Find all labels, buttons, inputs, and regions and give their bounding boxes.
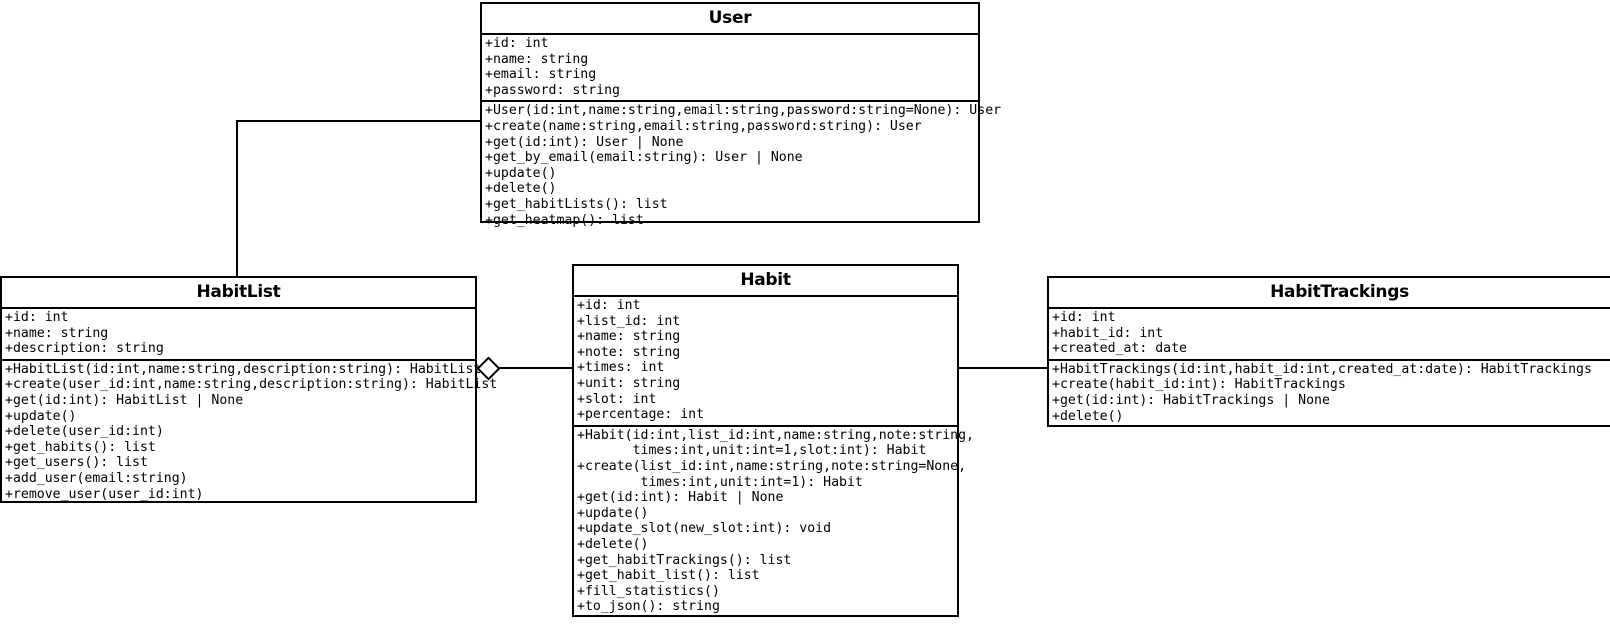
- method-row: +add_user(email:string): [5, 470, 188, 486]
- attribute-row: +email: string: [485, 67, 597, 83]
- method-row: +create(user_id:int,name:string,descript…: [5, 377, 498, 393]
- method-row: times:int,unit:int=1,slot:int): Habit: [577, 443, 927, 459]
- attribute-row: +note: string: [577, 344, 681, 360]
- method-row: +get_habitLists(): list: [485, 196, 668, 212]
- attribute-row: +name: string: [5, 325, 109, 341]
- connector-habit-habittrackings: [957, 367, 1049, 369]
- attribute-row: +id: int: [1052, 310, 1116, 325]
- method-row: +get(id:int): Habit | None: [577, 490, 784, 506]
- class-box-habitlist[interactable]: HabitList +id: int +name: string +descri…: [0, 276, 498, 504]
- class-title-habitlist: HabitList: [2, 278, 475, 309]
- method-row: +get_heatmap(): list: [485, 212, 644, 228]
- method-row: +get_habitTrackings(): list: [577, 552, 792, 568]
- method-row: +update(): [485, 165, 557, 181]
- method-row: +User(id:int,name:string,email:string,pa…: [485, 103, 1002, 119]
- attribute-row: +list_id: int: [577, 313, 681, 329]
- class-methods-user: +User(id:int,name:string,email:string,pa…: [482, 102, 1002, 230]
- class-methods-habitlist: +HabitList(id:int,name:string,descriptio…: [2, 361, 498, 504]
- attribute-row: +habit_id: int: [1052, 325, 1164, 341]
- class-box-habittrackings[interactable]: HabitTrackings +id: int +habit_id: int +…: [1047, 276, 1610, 427]
- attribute-row: +percentage: int: [577, 407, 705, 423]
- method-row: +create(list_id:int,name:string,note:str…: [577, 458, 967, 474]
- attribute-row: +id: int: [485, 36, 549, 51]
- attribute-row: +times: int: [577, 360, 665, 376]
- connector-user-habitlist-vertical: [236, 120, 238, 277]
- attribute-row: +password: string: [485, 82, 620, 98]
- method-row: +get_habits(): list: [5, 439, 156, 455]
- attribute-row: +id: int: [577, 298, 641, 313]
- method-row: +delete(user_id:int): [5, 424, 164, 440]
- connector-habitlist-habit: [476, 367, 573, 369]
- method-row: +get_users(): list: [5, 455, 148, 471]
- method-row: +fill_statistics(): [577, 583, 720, 599]
- attribute-row: +created_at: date: [1052, 341, 1187, 357]
- attribute-row: +description: string: [5, 341, 164, 357]
- method-row: +get_by_email(email:string): User | None: [485, 150, 803, 166]
- method-row: +get(id:int): User | None: [485, 134, 684, 150]
- method-row: +delete(): [577, 536, 649, 552]
- method-row: +Habit(id:int,list_id:int,name:string,no…: [577, 427, 974, 443]
- class-methods-habittrackings: +HabitTrackings(id:int,habit_id:int,crea…: [1049, 361, 1610, 426]
- connector-user-habitlist-horizontal: [236, 120, 482, 122]
- method-row: +delete(): [485, 181, 557, 197]
- attribute-row: +unit: string: [577, 375, 681, 391]
- method-row: +delete(): [1052, 408, 1124, 424]
- method-row: +update(): [5, 408, 77, 424]
- class-attributes-habit: +id: int +list_id: int +name: string +no…: [574, 297, 957, 427]
- method-row: +create(name:string,email:string,passwor…: [485, 118, 922, 134]
- method-row: +update_slot(new_slot:int): void: [577, 521, 832, 537]
- class-attributes-habitlist: +id: int +name: string +description: str…: [2, 309, 475, 361]
- attribute-row: +slot: int: [577, 391, 657, 407]
- class-title-habit: Habit: [574, 266, 957, 297]
- method-row: +get_habit_list(): list: [577, 568, 760, 584]
- class-title-user: User: [482, 4, 978, 35]
- attribute-row: +name: string: [485, 51, 589, 67]
- method-row: +HabitList(id:int,name:string,descriptio…: [5, 361, 482, 377]
- class-title-habittrackings: HabitTrackings: [1049, 278, 1610, 309]
- attribute-row: +id: int: [5, 310, 69, 325]
- class-box-user[interactable]: User +id: int +name: string +email: stri…: [480, 2, 1001, 228]
- method-row: +remove_user(user_id:int): [5, 486, 204, 502]
- method-row: +to_json(): string: [577, 599, 720, 615]
- method-row: +get(id:int): HabitList | None: [5, 392, 244, 408]
- class-attributes-user: +id: int +name: string +email: string +p…: [482, 35, 978, 103]
- class-attributes-habittrackings: +id: int +habit_id: int +created_at: dat…: [1049, 309, 1610, 361]
- method-row: times:int,unit:int=1): Habit: [577, 474, 863, 490]
- method-row: +create(habit_id:int): HabitTrackings: [1052, 377, 1346, 393]
- method-row: +update(): [577, 505, 649, 521]
- method-row: +HabitTrackings(id:int,habit_id:int,crea…: [1052, 361, 1592, 377]
- class-methods-habit: +Habit(id:int,list_id:int,name:string,no…: [574, 427, 974, 617]
- class-box-habit[interactable]: Habit +id: int +list_id: int +name: stri…: [572, 264, 974, 617]
- method-row: +get(id:int): HabitTrackings | None: [1052, 392, 1330, 408]
- attribute-row: +name: string: [577, 329, 681, 345]
